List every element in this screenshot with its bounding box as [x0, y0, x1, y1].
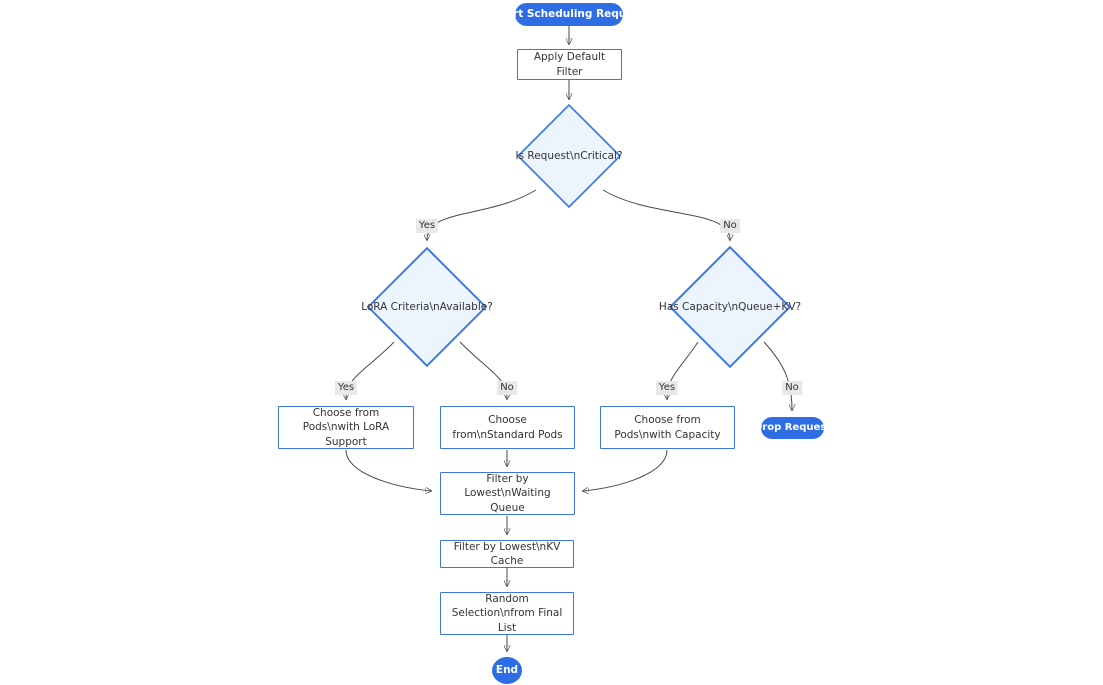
node-choose-pods-lora: Choose from Pods\nwith LoRA Support — [278, 406, 414, 449]
decision-label: LoRA Criteria\nAvailable? — [361, 300, 493, 313]
node-start: Start Scheduling Request — [493, 3, 645, 26]
node-choose-standard-pods: Choose from\nStandard Pods — [440, 406, 575, 449]
edge-critical-no — [602, 189, 730, 240]
edge-capacity-no — [763, 341, 792, 410]
node-decision-lora-criteria: LoRA Criteria\nAvailable? — [361, 247, 493, 367]
diamond-shape — [669, 246, 791, 368]
node-filter-lowest-kv-cache: Filter by Lowest\nKV Cache — [440, 540, 574, 568]
node-drop-request: Drop Request — [754, 417, 831, 439]
node-random-selection: Random Selection\nfrom Final List — [440, 592, 574, 635]
node-apply-default-filter: Apply Default Filter — [517, 49, 622, 80]
node-decision-is-request-critical: Is Request\nCritical? — [515, 104, 623, 208]
edge-lora-pods-to-waiting — [345, 449, 431, 491]
node-decision-has-capacity: Has Capacity\nQueue+KV? — [659, 246, 801, 368]
edge-label-capacity-yes: Yes — [655, 381, 679, 395]
decision-label: Has Capacity\nQueue+KV? — [658, 300, 802, 313]
diamond-shape — [367, 247, 487, 367]
node-filter-lowest-waiting-queue: Filter by Lowest\nWaiting Queue — [440, 472, 575, 515]
node-end: End — [492, 657, 522, 684]
edge-label-critical-no: No — [720, 219, 740, 233]
edge-capacity-pods-to-waiting — [583, 449, 668, 491]
node-choose-pods-capacity: Choose from Pods\nwith Capacity — [600, 406, 735, 449]
decision-label: Is Request\nCritical? — [515, 149, 623, 162]
edge-label-critical-yes: Yes — [415, 219, 439, 233]
edge-label-lora-yes: Yes — [334, 381, 358, 395]
edge-label-lora-no: No — [497, 381, 517, 395]
edge-label-capacity-no: No — [782, 381, 802, 395]
diamond-shape — [517, 104, 621, 208]
